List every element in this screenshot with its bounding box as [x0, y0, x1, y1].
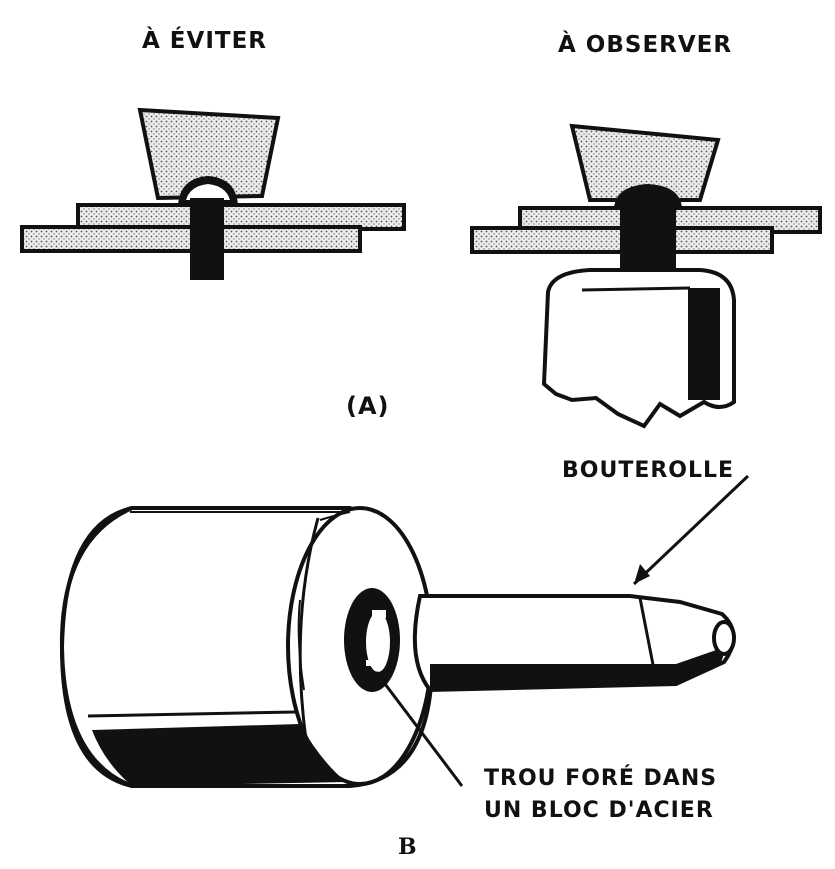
hole-leader-line: [374, 671, 464, 787]
observe-rivet-shank: [620, 200, 676, 268]
avoid-title: À ÉVITER: [142, 28, 267, 54]
observe-bucking-bar: [541, 268, 736, 429]
avoid-rivet-set: [137, 107, 281, 201]
hole-label-line-1: TROU FORÉ DANS: [484, 766, 718, 791]
panel-a-caption: (A): [346, 392, 390, 420]
panel-b-caption: B: [398, 834, 417, 860]
avoid-diagram: [20, 107, 406, 280]
tool-label: BOUTEROLLE: [562, 458, 735, 483]
tool-leader-line: [632, 474, 750, 586]
hole-label-line-2: UN BLOC D'ACIER: [484, 798, 714, 823]
observe-title: À OBSERVER: [558, 32, 733, 58]
avoid-rivet-shank: [190, 198, 224, 280]
tool-bottom-shadow: [92, 724, 346, 786]
observe-rivet-set: [569, 123, 721, 202]
rivet-set-tool: [59, 474, 750, 788]
observe-diagram: [470, 123, 822, 429]
